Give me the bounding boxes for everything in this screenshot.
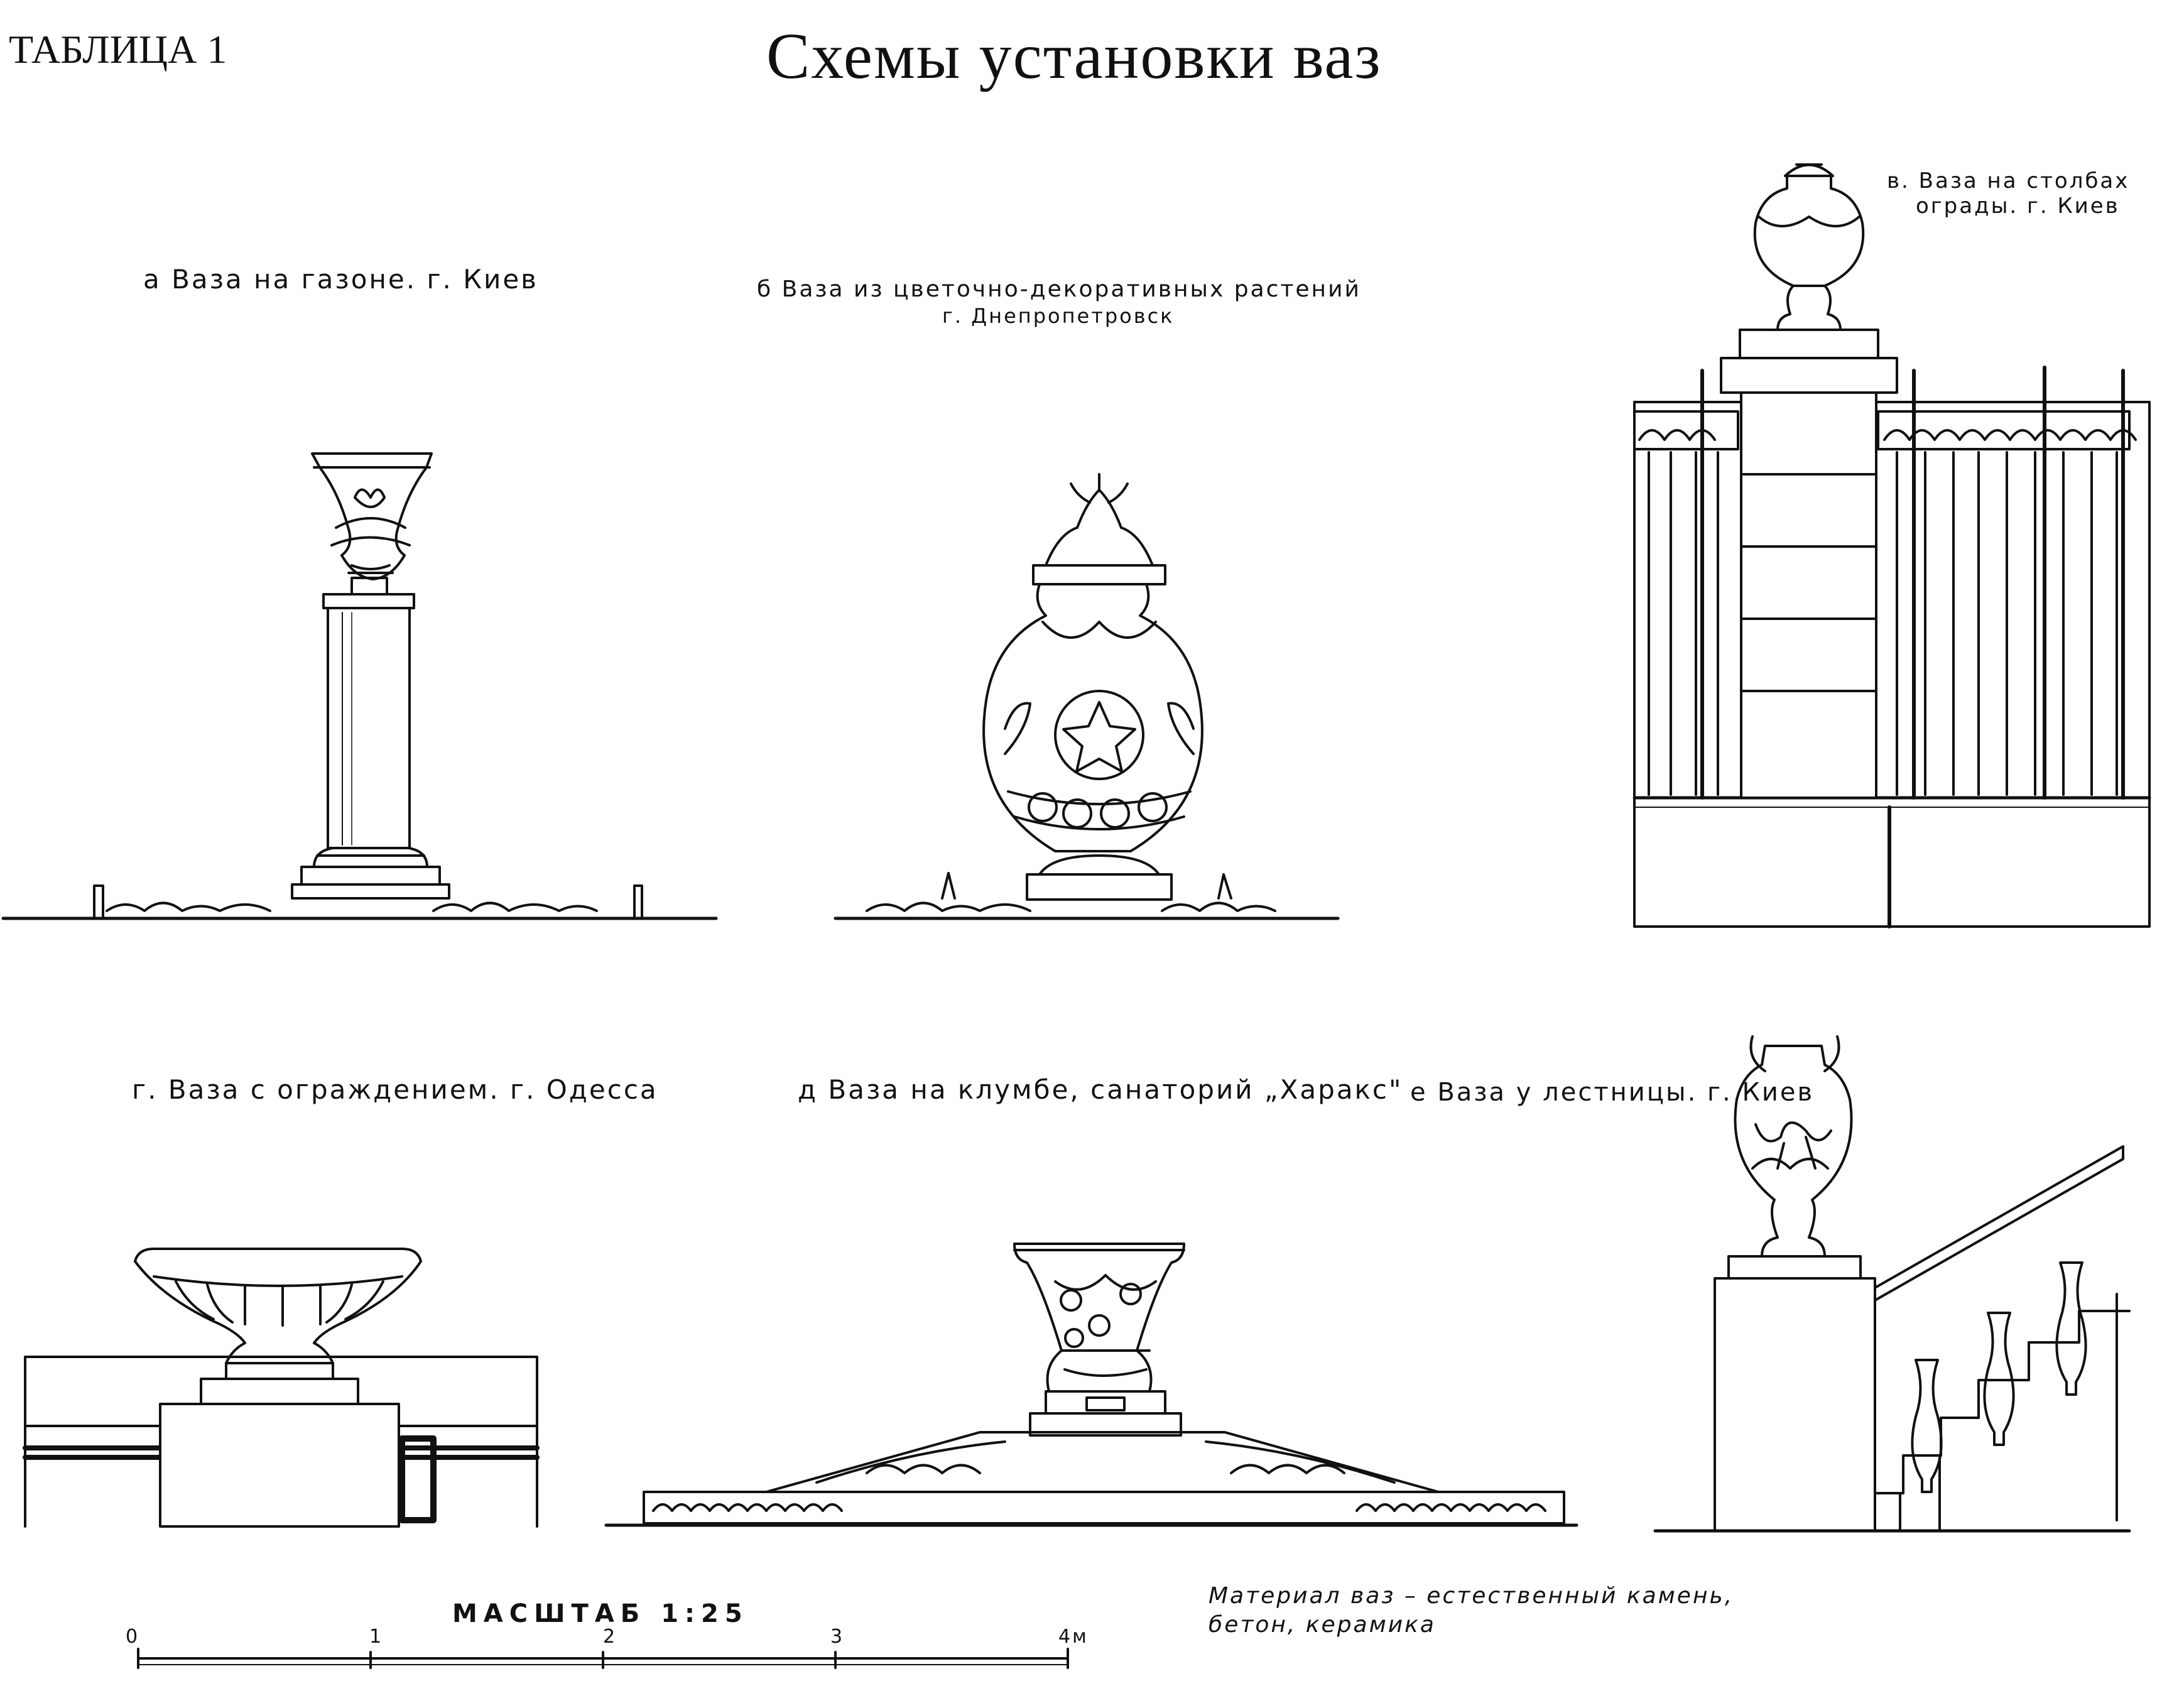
scale-bar [137, 1648, 1069, 1669]
drawing-e-staircase-vase [1653, 1035, 2131, 1533]
material-note-line1: Материал ваз – естественный камень, [1209, 1583, 1734, 1609]
caption-b-line2: г. Днепропетровск [942, 304, 1175, 328]
caption-v-line1: в. Ваза на столбах [1887, 168, 2130, 193]
scale-tick-2: 2 [603, 1626, 617, 1648]
scale-tick-4: 4м [1058, 1626, 1089, 1648]
drawing-a-vase-on-lawn [1, 452, 718, 920]
caption-a: а Ваза на газоне. г. Киев [143, 264, 538, 295]
drawing-b-flower-vase [834, 473, 1340, 920]
caption-d: д Ваза на клумбе, санаторий „Харакс" [798, 1074, 1403, 1105]
scale-tick-0: 0 [126, 1626, 140, 1648]
caption-g: г. Ваза с ограждением. г. Одесса [132, 1074, 658, 1105]
drawing-g-enclosure-vase [23, 1248, 540, 1528]
drawing-d-flowerbed-vase [604, 1243, 1578, 1527]
material-note-line2: бетон, керамика [1209, 1612, 1436, 1638]
scale-title: МАСШТАБ 1:25 [452, 1599, 749, 1628]
caption-e: е Ваза у лестницы. г. Киев [1410, 1078, 1815, 1107]
table-label: ТАБЛИЦА 1 [9, 27, 227, 72]
scale-tick-1: 1 [369, 1626, 384, 1648]
caption-v-line2: ограды. г. Киев [1916, 193, 2120, 219]
scale-tick-3: 3 [830, 1626, 845, 1648]
page-title: Схемы установки ваз [766, 20, 1382, 92]
caption-b-line1: б Ваза из цветочно-декоративных растений [757, 276, 1361, 302]
drawing-v-fence-post-vase [1632, 163, 2151, 928]
